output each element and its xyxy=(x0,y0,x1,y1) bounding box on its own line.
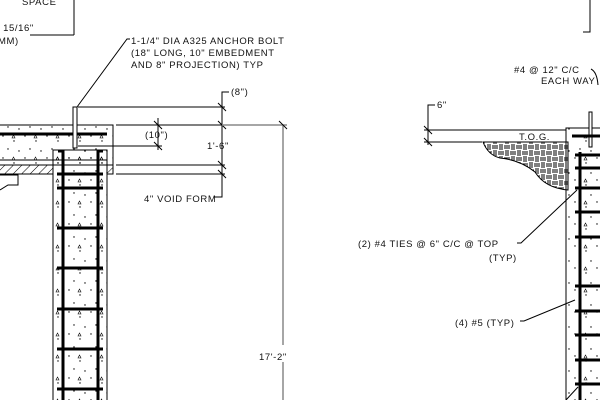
space-label: SPACE xyxy=(22,0,57,8)
right-detail: #4 @ 12" C/C EACH WAY 6" T.O.G. (2) #4 T… xyxy=(358,0,600,400)
void-form-note: 4" VOID FORM xyxy=(144,194,216,205)
anchor-bolt-note: 1-1/4" DIA A325 ANCHOR BOLT (18" LONG, 1… xyxy=(76,36,285,108)
anchor-bolt-note-line1: 1-1/4" DIA A325 ANCHOR BOLT xyxy=(131,36,285,47)
tog-label: T.O.G. xyxy=(519,132,550,143)
top-left-fragment: SPACE 6 15/16" MM) xyxy=(0,0,75,47)
anchor-bolt xyxy=(72,106,78,149)
ties-note-line2: (TYP) xyxy=(489,253,517,264)
slab-thickness-dim: 6" xyxy=(437,100,447,111)
mm-label: MM) xyxy=(0,36,19,47)
anchor-bolt-note-line3: AND 8" PROJECTION) TYP xyxy=(131,60,264,71)
ties-note-line1: (2) #4 TIES @ 6" C/C @ TOP xyxy=(358,239,499,250)
embedment-dim: (10") xyxy=(145,130,168,141)
bars-note: (4) #5 (TYP) xyxy=(455,318,514,329)
depth-dim: 1'-6" xyxy=(207,141,229,152)
projection-dim: (8") xyxy=(231,87,248,98)
left-slab-and-wall xyxy=(0,106,114,400)
mesh-note-line1: #4 @ 12" C/C xyxy=(514,65,580,76)
height-dim: 17'-2" xyxy=(259,352,287,363)
bolt-dimensions: (8") (10") 1'-6" 4" VOID FORM 17'-2" xyxy=(78,87,288,400)
dim-6-15-16: 6 15/16" xyxy=(0,23,34,34)
mesh-note-line2: EACH WAY xyxy=(541,76,595,87)
anchor-bolt-note-line2: (18" LONG, 10" EMBEDMENT xyxy=(131,48,275,59)
